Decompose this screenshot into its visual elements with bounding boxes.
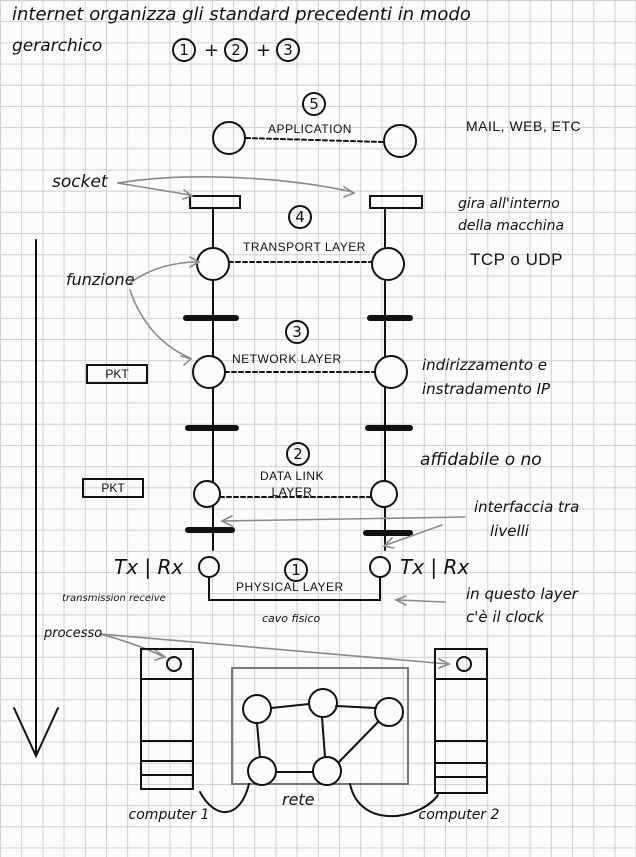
socket-bar-right xyxy=(369,195,423,209)
computer-2-process-icon xyxy=(456,656,472,672)
layer-datalink: DATA LINK LAYER xyxy=(259,469,325,499)
label-rete: rete xyxy=(282,790,315,809)
layer-num-5: 5 xyxy=(302,92,326,116)
note-gira-2: della macchina xyxy=(458,218,565,234)
label-funzione: funzione xyxy=(66,270,135,289)
datalink-node-right xyxy=(370,480,398,508)
physical-cable xyxy=(208,576,381,601)
app-node-right xyxy=(383,124,417,158)
physical-node-left xyxy=(198,556,220,578)
computer-1-process-icon xyxy=(166,656,182,672)
layer-application: APPLICATION xyxy=(268,122,352,136)
app-dashed-link xyxy=(245,137,384,143)
pkt-box-2: PKT xyxy=(82,478,144,498)
header-num-1: 1 xyxy=(172,38,196,62)
layer-num-4: 4 xyxy=(288,205,312,229)
label-txrx-right: Tx | Rx xyxy=(400,555,470,579)
note-instradamento: instradamento IP xyxy=(422,380,551,398)
layer-num-1: 1 xyxy=(284,558,308,582)
datalink-node-left xyxy=(193,480,221,508)
note-livelli: livelli xyxy=(490,522,529,540)
label-socket: socket xyxy=(52,172,108,192)
layer-physical: PHYSICAL LAYER xyxy=(236,580,344,594)
header-line2: gerarchico xyxy=(12,36,103,56)
header-plus-1: + xyxy=(204,40,220,61)
network-node-left xyxy=(192,355,226,389)
note-affidabile: affidabile o no xyxy=(420,450,542,470)
label-processo: processo xyxy=(44,626,103,641)
label-computer-2: computer 2 xyxy=(418,807,500,823)
layer-num-3: 3 xyxy=(285,320,309,344)
pkt-box-1: PKT xyxy=(86,364,148,384)
socket-bar-left xyxy=(189,195,241,209)
note-clock-2: c'è il clock xyxy=(466,608,544,626)
link-pc2-rete xyxy=(349,783,439,818)
computer-2-tower xyxy=(434,648,488,794)
note-clock-1: in questo layer xyxy=(466,585,578,603)
layer-transport: TRANSPORT LAYER xyxy=(243,240,366,254)
header-num-3: 3 xyxy=(276,38,300,62)
note-tcp: TCP o UDP xyxy=(470,250,563,269)
header-plus-2: + xyxy=(256,40,272,61)
label-txrx-left: Tx | Rx xyxy=(114,555,184,579)
transport-node-left xyxy=(196,247,230,281)
transport-node-right xyxy=(371,247,405,281)
label-cavo: cavo fisico xyxy=(262,612,321,625)
note-mail: MAIL, WEB, ETC xyxy=(466,118,582,134)
layer-num-2: 2 xyxy=(286,442,310,466)
label-transmission: transmission receive xyxy=(62,593,166,604)
note-interfaccia: interfaccia tra xyxy=(474,498,580,516)
header-line1: internet organizza gli standard preceden… xyxy=(12,4,471,25)
note-indirizzamento: indirizzamento e xyxy=(422,356,548,374)
down-arrow-head xyxy=(13,707,59,759)
physical-node-right xyxy=(369,556,391,578)
computer-1-tower xyxy=(140,648,194,790)
network-node-right xyxy=(374,355,408,389)
header-num-2: 2 xyxy=(224,38,248,62)
app-node-left xyxy=(212,121,246,155)
layer-network: NETWORK LAYER xyxy=(232,352,342,366)
link-pc1-rete xyxy=(199,783,250,813)
label-computer-1: computer 1 xyxy=(128,807,210,823)
note-gira-1: gira all'interno xyxy=(458,196,560,212)
